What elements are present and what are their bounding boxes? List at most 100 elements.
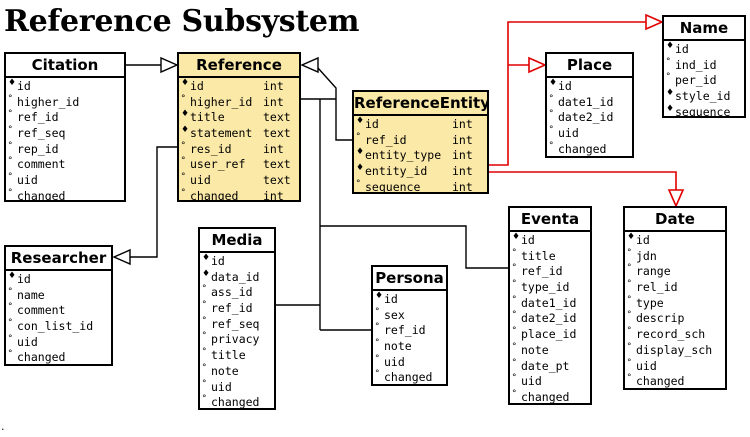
- key-marker-icon: ♦: [666, 88, 675, 99]
- field-name: date2_id: [558, 110, 614, 125]
- field-name: title: [211, 348, 246, 363]
- entity-date[interactable]: Date ♦id°jdn°range°rel_id°type°descrip°r…: [623, 206, 727, 390]
- entity-date-name: Date: [625, 208, 725, 232]
- key-marker-icon: °: [666, 56, 671, 67]
- field-row: °uid: [625, 358, 725, 375]
- key-marker-icon: °: [512, 310, 517, 321]
- field-row: °changed: [200, 394, 274, 408]
- field-row: ♦id: [373, 291, 446, 308]
- key-marker-icon: ♦: [181, 78, 190, 88]
- field-row: °place_id: [510, 326, 590, 343]
- key-marker-icon: °: [375, 306, 380, 317]
- field-row: °changed: [510, 388, 590, 403]
- field-type: int: [452, 117, 473, 131]
- arrowhead-researcher: [112, 248, 131, 266]
- key-marker-icon: °: [181, 156, 186, 167]
- field-name: entity_type: [365, 148, 442, 163]
- field-name: sex: [384, 307, 405, 322]
- key-marker-icon: °: [627, 373, 632, 384]
- field-row: °ref_id: [373, 322, 446, 339]
- key-marker-icon: °: [181, 172, 186, 183]
- key-marker-icon: °: [8, 302, 13, 313]
- entity-persona-fields: ♦id°sex°ref_id°note°uid°changed: [373, 291, 446, 384]
- field-name: type_id: [521, 280, 570, 295]
- field-type: text: [263, 110, 291, 125]
- field-name: uid: [558, 126, 579, 141]
- key-marker-icon: °: [8, 140, 13, 151]
- field-name: id: [636, 233, 650, 247]
- field-row: °date1_id: [547, 94, 632, 111]
- field-name: descrip: [636, 311, 685, 326]
- key-marker-icon: °: [8, 187, 13, 198]
- key-marker-icon: °: [202, 315, 207, 326]
- key-marker-icon: °: [512, 263, 517, 274]
- field-row: ° title: [200, 347, 274, 364]
- field-name: changed: [17, 188, 66, 202]
- key-marker-icon: ♦: [512, 232, 521, 242]
- field-name: uid: [17, 334, 38, 349]
- entity-name-name: Name: [664, 17, 744, 41]
- key-marker-icon: ♦: [627, 232, 636, 242]
- entity-citation-name: Citation: [6, 54, 124, 78]
- field-type: int: [452, 132, 473, 147]
- field-name: comment: [17, 157, 66, 172]
- field-type: text: [263, 173, 291, 188]
- field-name: rep_id: [17, 141, 59, 156]
- key-marker-icon: °: [181, 93, 186, 104]
- field-row: °type: [625, 295, 725, 312]
- field-name: res_id: [190, 141, 232, 156]
- field-name: privacy: [211, 332, 260, 347]
- entity-eventa[interactable]: Eventa ♦id°title°ref_id°type_id°date1_id…: [508, 206, 592, 405]
- field-row: °ref_seq: [6, 125, 124, 142]
- key-marker-icon: °: [202, 347, 207, 358]
- key-marker-icon: °: [8, 172, 13, 183]
- field-row: °changed: [547, 141, 632, 156]
- key-marker-icon: ♦: [181, 109, 190, 120]
- entity-place-name: Place: [547, 54, 632, 78]
- field-row: °uid: [6, 334, 111, 351]
- key-marker-icon: °: [8, 125, 13, 136]
- entity-date-fields: ♦id°jdn°range°rel_id°type°descrip°record…: [625, 232, 725, 388]
- field-row: °higher_id: [6, 93, 124, 111]
- field-name: changed: [17, 350, 66, 365]
- field-type: int: [263, 188, 284, 202]
- field-row: ♦id: [664, 41, 744, 58]
- field-row: ♦id: [547, 78, 632, 95]
- field-row: ° ref_id: [510, 263, 590, 280]
- field-row: ° changed: [6, 187, 124, 202]
- field-name: ass_id: [211, 285, 253, 300]
- key-marker-icon: ♦: [181, 125, 190, 136]
- field-row: ♦id: [625, 232, 725, 249]
- arrowhead-date: [667, 189, 685, 208]
- entity-researcher[interactable]: Researcher ♦id°name°comment°con_list_id°…: [4, 245, 113, 366]
- key-marker-icon: °: [512, 373, 517, 384]
- field-type: int: [263, 79, 284, 93]
- key-marker-icon: °: [202, 378, 207, 389]
- red-links: [489, 13, 685, 208]
- field-name: ref_id: [521, 264, 563, 279]
- entity-name[interactable]: Name ♦id°ind_id°per_id♦style_id♦sequence: [662, 15, 746, 118]
- entity-persona[interactable]: Persona ♦id°sex°ref_id°note°uid°changed: [371, 265, 448, 386]
- entity-place[interactable]: Place ♦id°date1_id°date2_id°uid°changed: [545, 52, 634, 158]
- key-marker-icon: °: [8, 93, 13, 104]
- entity-name-fields: ♦id°ind_id°per_id♦style_id♦sequence: [664, 41, 744, 116]
- black-links: [112, 56, 508, 331]
- field-name: display_sch: [636, 342, 713, 357]
- entity-citation[interactable]: Citation ♦id°higher_id°ref_id°ref_seq°re…: [4, 52, 126, 202]
- field-name: ref_id: [365, 132, 407, 147]
- key-marker-icon: °: [627, 263, 632, 274]
- field-row: °date1_id: [510, 295, 590, 312]
- field-name: uid: [636, 358, 657, 373]
- key-marker-icon: °: [512, 388, 517, 399]
- field-row: °ref_id: [6, 109, 124, 126]
- field-name: title: [190, 110, 225, 125]
- field-type: int: [263, 141, 284, 156]
- entity-media[interactable]: Media ♦id♦data_id°ass_id°ref_id°ref_seq°…: [198, 227, 276, 410]
- entity-citation-fields: ♦id°higher_id°ref_id°ref_seq°rep_id°comm…: [6, 78, 124, 202]
